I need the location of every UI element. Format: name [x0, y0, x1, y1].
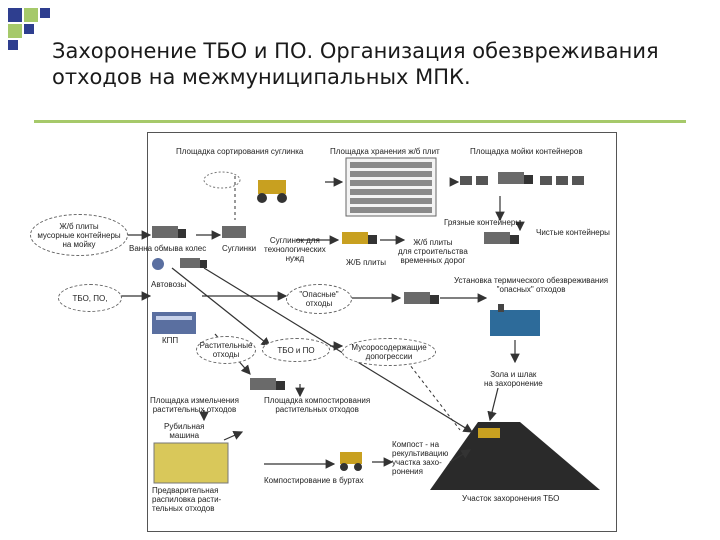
bubble-line: допогрессии	[365, 352, 413, 361]
bubble-line: "Опасные"	[299, 290, 339, 299]
label-loam-tech-line: нужд	[285, 254, 305, 263]
corner-square	[24, 8, 38, 22]
bubble-line: Растительные	[199, 341, 253, 350]
label-compost: Компост - на рекультивацию участка захо-…	[392, 440, 448, 476]
label-thermal-line: Установка термического обезвреживания	[454, 276, 609, 285]
title-divider	[34, 120, 686, 123]
label-roads: Ж/б плиты для строительства временных до…	[398, 238, 468, 265]
thermal-unit-icon	[490, 304, 540, 336]
label-ash-line: Зола и шлак	[490, 370, 537, 379]
label-clean-containers: Чистые контейнеры	[536, 228, 610, 237]
truck-icon	[152, 258, 207, 270]
label-grinding-line: растительных отходов	[152, 405, 237, 414]
label-grinding-line: Площадка измельчения	[150, 396, 239, 405]
truck-icon	[498, 172, 533, 184]
landfill-mound	[430, 422, 600, 490]
label-composting: Площадка компостирования растительных от…	[264, 396, 370, 414]
label-presort-line: тельных отходов	[152, 504, 215, 513]
label-thermal: Установка термического обезвреживания "о…	[454, 276, 608, 294]
bubble-line: Ж/б плиты	[59, 221, 99, 231]
corner-square	[8, 40, 18, 50]
label-thermal-line: "опасных" отходов	[496, 285, 566, 294]
label-ash: Зола и шлак на захоронение	[484, 370, 543, 388]
label-shredder: Рубильная машина	[164, 422, 205, 440]
label-composting-line: растительных отходов	[275, 405, 359, 414]
label-roads-line: Ж/б плиты	[413, 238, 453, 247]
label-landfill: Участок захоронения ТБО	[462, 494, 560, 503]
label-composting-rows: Компостирование в буртах	[264, 476, 364, 485]
bubble-line: отходы	[212, 350, 240, 359]
bubble-panels-bins: Ж/б плиты мусорные контейнеры на мойку	[30, 214, 128, 256]
truck-icon	[222, 226, 246, 238]
truck-icon	[250, 378, 285, 390]
label-compost-line: участка захо-	[392, 458, 442, 467]
label-wash-bath: Ванна обмыва колес	[129, 244, 207, 253]
bubble-unsorted: Мусоросодержащие допогрессии	[342, 338, 436, 366]
label-panels: Ж/Б плиты	[346, 258, 386, 267]
corner-square	[8, 8, 22, 22]
label-compost-line: рекультивацию	[392, 449, 449, 458]
label-panel-storage: Площадка хранения ж/б плит	[330, 147, 440, 156]
truck-icon	[152, 226, 186, 238]
label-compost-line: Компост - на	[392, 440, 440, 449]
label-garbage-trucks: Автовозы	[151, 280, 187, 289]
corner-square	[40, 8, 50, 18]
label-loam-tech: Суглинок для технологических нужд	[264, 236, 326, 263]
label-loam-tech-line: технологических	[264, 245, 326, 254]
label-sorting-site: Площадка сортирования суглинка	[176, 147, 304, 156]
label-presort-line: Предварительная	[152, 486, 219, 495]
label-presort-line: распиловка расти-	[152, 495, 222, 504]
bubble-plant-waste: Растительные отходы	[196, 336, 256, 364]
label-shredder-line: Рубильная	[164, 422, 205, 431]
label-loam-tech-line: Суглинок для	[269, 236, 320, 245]
label-grinding: Площадка измельчения растительных отходо…	[150, 396, 239, 414]
corner-square	[8, 24, 22, 38]
bubble-tbo-po: ТБО, ПО,	[58, 284, 122, 312]
loader-icon	[340, 452, 362, 471]
truck-icon	[404, 292, 439, 304]
label-roads-line: временных дорог	[400, 256, 466, 265]
bubble-line: на мойку	[62, 239, 96, 249]
label-composting-line: Площадка компостирования	[264, 396, 371, 405]
bubble-line: ТБО и ПО	[277, 345, 315, 355]
shredder-photo	[153, 442, 229, 484]
bubble-tbo-po-2: ТБО и ПО	[262, 338, 330, 362]
slide-title: Захоронение ТБО и ПО. Организация обезвр…	[52, 39, 659, 89]
bubble-line: отходы	[305, 299, 333, 308]
label-shredder-line: машина	[169, 431, 200, 440]
label-dirty-containers: Грязные контейнеры	[444, 218, 522, 227]
bubble-line: Мусоросодержащие	[351, 343, 427, 352]
container-row	[460, 176, 584, 185]
corner-square	[24, 24, 34, 34]
checkpoint-building-icon	[152, 312, 196, 334]
label-kpp: КПП	[162, 336, 179, 345]
truck-icon	[342, 232, 377, 244]
panel-storage-building	[345, 157, 437, 217]
label-presort: Предварительная распиловка расти- тельны…	[152, 486, 221, 513]
loader-icon	[478, 428, 500, 438]
label-compost-line: ронения	[392, 467, 423, 476]
label-roads-line: для строительства	[398, 247, 468, 256]
bubble-line: ТБО, ПО,	[72, 293, 108, 303]
bubble-line: мусорные контейнеры	[37, 230, 121, 240]
label-ash-line: на захоронение	[484, 379, 543, 388]
truck-icon	[484, 232, 519, 244]
label-loam: Суглинки	[222, 244, 257, 253]
loader-icon	[203, 171, 287, 203]
label-container-wash: Площадка мойки контейнеров	[470, 147, 583, 156]
bubble-hazardous: "Опасные" отходы	[286, 284, 352, 314]
